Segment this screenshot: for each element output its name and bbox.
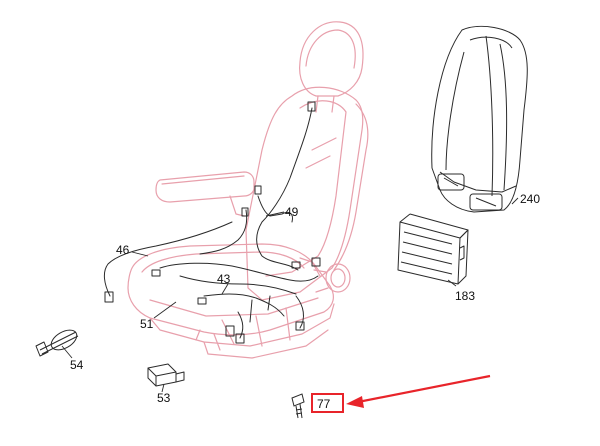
- label-54[interactable]: 54: [70, 358, 84, 372]
- highlight-box-77[interactable]: 77: [311, 393, 344, 413]
- backrest-panel-part: [431, 25, 528, 213]
- label-183[interactable]: 183: [455, 289, 476, 303]
- clip-part: [147, 363, 185, 387]
- label-53[interactable]: 53: [157, 391, 171, 405]
- label-240[interactable]: 240: [520, 192, 541, 206]
- highlight-arrow: [346, 374, 491, 408]
- leader-lines: [61, 197, 519, 393]
- label-46[interactable]: 46: [116, 243, 130, 257]
- wiring-harness: [103, 101, 321, 344]
- label-51[interactable]: 51: [140, 317, 154, 331]
- label-49[interactable]: 49: [285, 205, 299, 219]
- seat-drawing: [127, 21, 369, 359]
- screw-part: [291, 393, 305, 419]
- label-77[interactable]: 77: [317, 397, 331, 411]
- label-43[interactable]: 43: [217, 272, 231, 286]
- cable-tie-part: [35, 329, 79, 357]
- control-module-part: [397, 213, 469, 285]
